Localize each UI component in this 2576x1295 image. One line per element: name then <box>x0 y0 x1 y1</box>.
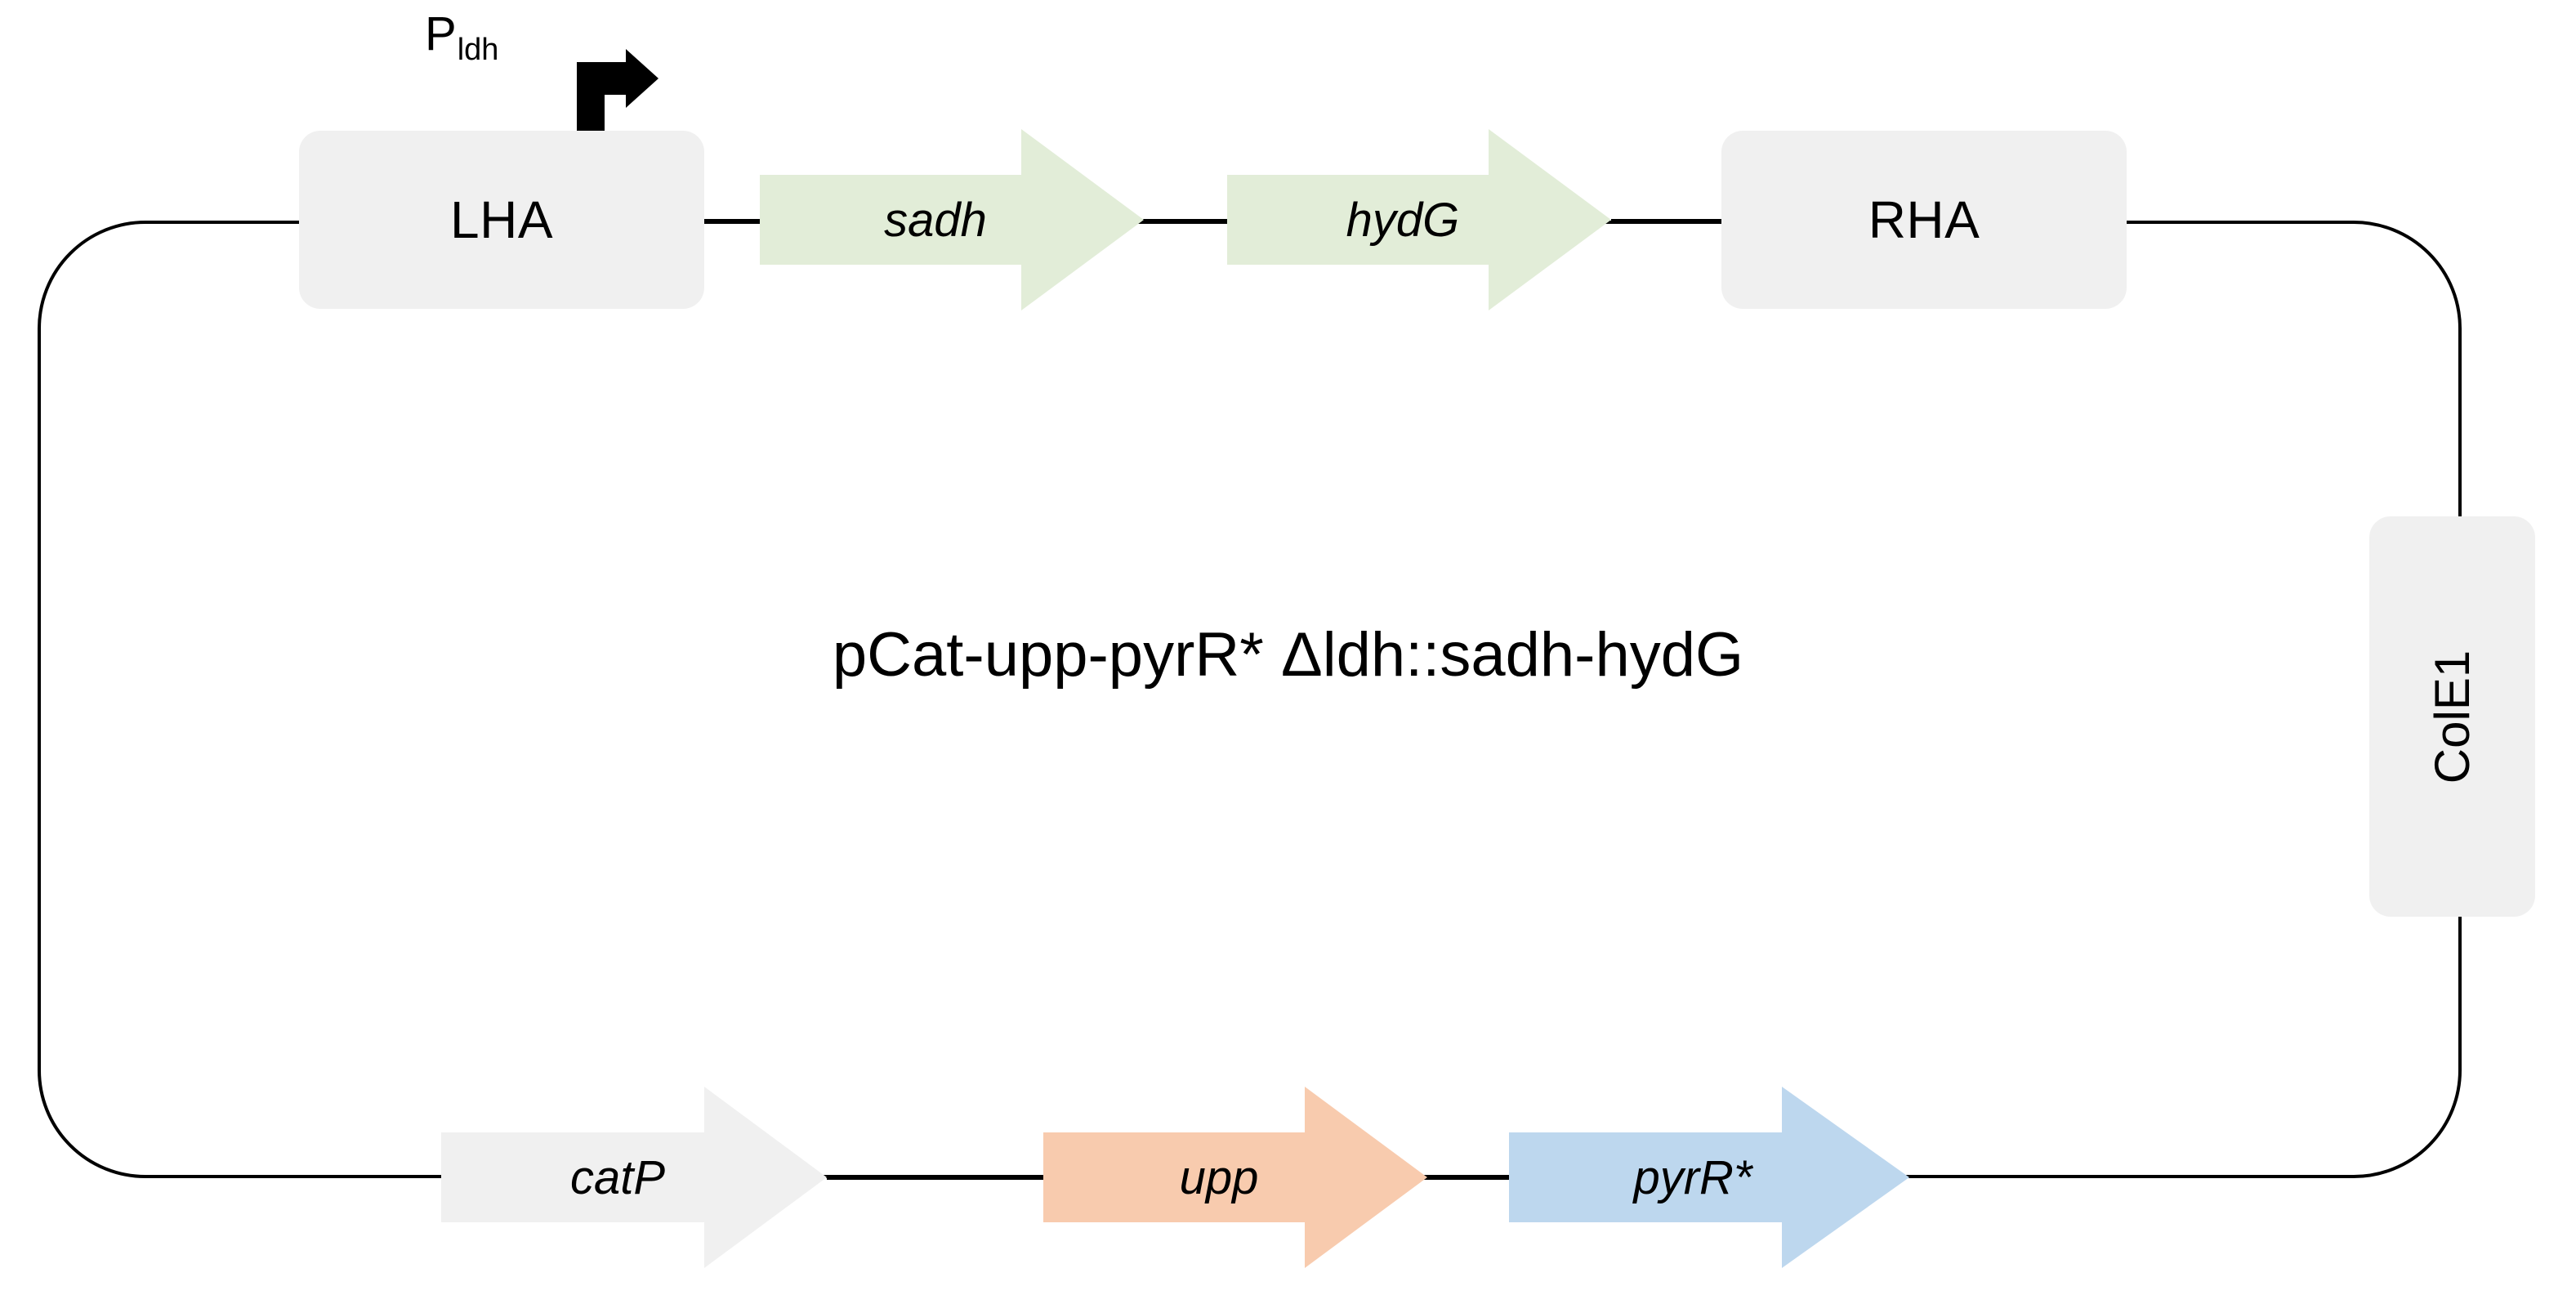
feature-box-lha-label: LHA <box>450 190 553 249</box>
gene-arrow-pyrr-label: pyrR* <box>1633 1150 1752 1204</box>
feature-box-colE1[interactable]: ColE1 <box>2369 516 2535 917</box>
connector-hydg-to-rha <box>1611 219 1721 222</box>
connector-upp-to-pyrr <box>1411 1177 1509 1180</box>
promoter-label-sub: ldh <box>457 33 499 67</box>
promoter-bent-arrow-icon <box>572 47 662 133</box>
connector-catp-to-upp <box>827 1177 1043 1180</box>
plasmid-backbone <box>38 221 2462 1178</box>
gene-arrow-upp[interactable]: upp <box>1043 1087 1427 1268</box>
connector-lha-to-sadh <box>704 219 761 222</box>
feature-box-rha[interactable]: RHA <box>1721 131 2127 309</box>
feature-box-rha-label: RHA <box>1868 190 1980 249</box>
promoter-label: Pldh <box>425 7 498 67</box>
gene-arrow-pyrr[interactable]: pyrR* <box>1509 1087 1909 1268</box>
gene-arrow-catp-label: catP <box>569 1150 666 1204</box>
gene-arrow-catp[interactable]: catP <box>441 1087 827 1268</box>
feature-box-lha[interactable]: LHA <box>299 131 704 309</box>
gene-arrow-sadh-label: sadh <box>884 193 987 247</box>
plasmid-title: pCat-upp-pyrR* Δldh::sadh-hydG <box>832 620 1744 690</box>
gene-arrow-hydg[interactable]: hydG <box>1227 129 1611 310</box>
gene-arrow-hydg-label: hydG <box>1346 193 1460 247</box>
gene-arrow-sadh[interactable]: sadh <box>760 129 1144 310</box>
promoter-label-main: P <box>425 7 457 60</box>
gene-arrow-upp-label: upp <box>1179 1150 1259 1204</box>
connector-sadh-to-hydg <box>1129 219 1227 222</box>
